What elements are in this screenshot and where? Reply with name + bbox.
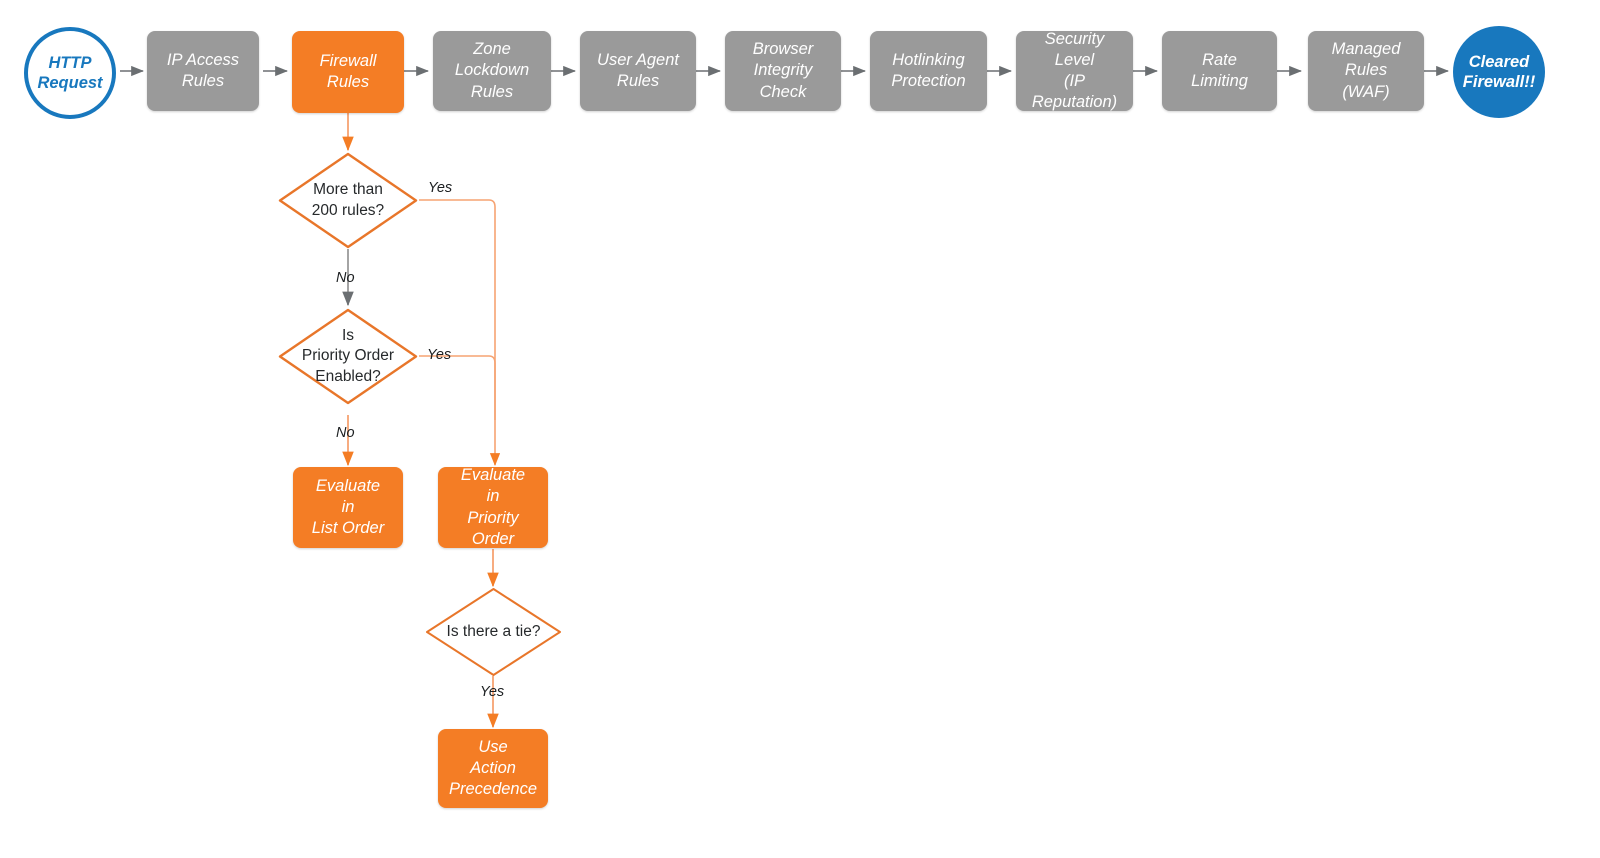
node-browser-integrity-check[interactable]: Browser Integrity Check bbox=[725, 31, 841, 111]
node-decision-more-than-200-rules[interactable]: More than 200 rules? bbox=[278, 152, 418, 249]
node-zone-lockdown-rules[interactable]: Zone Lockdown Rules bbox=[433, 31, 551, 111]
node-rate-limiting[interactable]: Rate Limiting bbox=[1162, 31, 1277, 111]
edge-label-decision1-no: No bbox=[336, 270, 355, 286]
edge-label-decision1-yes: Yes bbox=[428, 180, 453, 196]
node-decision-is-priority-order-enabled[interactable]: Is Priority Order Enabled? bbox=[278, 308, 418, 405]
node-http-request[interactable]: HTTP Request bbox=[24, 27, 116, 119]
edge-label-decision2-no: No bbox=[336, 425, 355, 441]
edge-label-decision3-yes: Yes bbox=[480, 684, 505, 700]
node-firewall-rules[interactable]: Firewall Rules bbox=[292, 31, 404, 113]
edge-label-decision2-yes: Yes bbox=[427, 347, 452, 363]
node-hotlinking-protection[interactable]: Hotlinking Protection bbox=[870, 31, 987, 111]
diamond-shape bbox=[278, 152, 418, 249]
node-managed-rules-waf[interactable]: Managed Rules (WAF) bbox=[1308, 31, 1424, 111]
node-security-level[interactable]: Security Level (IP Reputation) bbox=[1016, 30, 1133, 111]
decision-label: More than 200 rules? bbox=[311, 181, 385, 219]
node-use-action-precedence[interactable]: Use Action Precedence bbox=[438, 729, 548, 808]
edge-decision2-yes bbox=[419, 355, 496, 420]
node-user-agent-rules[interactable]: User Agent Rules bbox=[580, 31, 696, 111]
node-ip-access-rules[interactable]: IP Access Rules bbox=[147, 31, 259, 111]
decision-label: Is Priority Order Enabled? bbox=[301, 327, 395, 385]
node-evaluate-in-priority-order[interactable]: Evaluate in Priority Order bbox=[438, 466, 548, 548]
diamond-shape bbox=[426, 588, 561, 676]
node-evaluate-in-list-order[interactable]: Evaluate in List Order bbox=[293, 467, 403, 548]
diamond-shape bbox=[278, 308, 418, 405]
node-decision-is-there-a-tie[interactable]: Is there a tie? bbox=[425, 587, 562, 677]
decision-label: Is there a tie? bbox=[446, 622, 541, 640]
node-cleared-firewall[interactable]: Cleared Firewall!! bbox=[1453, 26, 1545, 118]
edge-decision1-yes bbox=[419, 199, 501, 466]
